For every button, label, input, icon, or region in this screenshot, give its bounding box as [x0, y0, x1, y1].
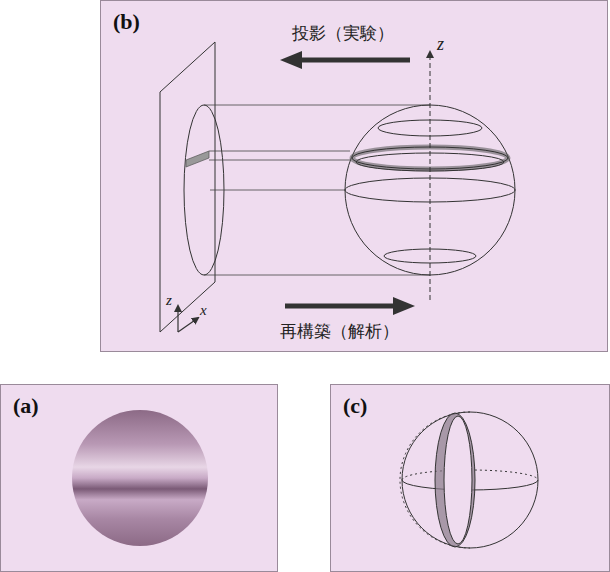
reconstructed-sphere	[400, 412, 538, 548]
process-arrows	[280, 51, 415, 315]
panel-b: (b)	[100, 0, 608, 352]
axis-label: x	[200, 302, 207, 319]
panel-label: (c)	[343, 393, 367, 419]
projection-plane	[160, 42, 224, 332]
projection-image	[72, 410, 208, 546]
axis-label: z	[437, 34, 444, 55]
z-axis	[430, 52, 431, 300]
panel-a: (a)	[0, 384, 278, 572]
axis-label: z	[166, 292, 172, 309]
panel-c: (c)	[330, 384, 610, 572]
sphere	[345, 105, 515, 275]
projection-label: 投影（実験）	[292, 22, 394, 45]
plane-axes	[178, 306, 198, 332]
panel-label: (a)	[13, 393, 39, 419]
reconstruction-label: 再構築（解析）	[280, 320, 399, 343]
panel-label: (b)	[113, 9, 140, 35]
projection-lines	[204, 105, 430, 275]
